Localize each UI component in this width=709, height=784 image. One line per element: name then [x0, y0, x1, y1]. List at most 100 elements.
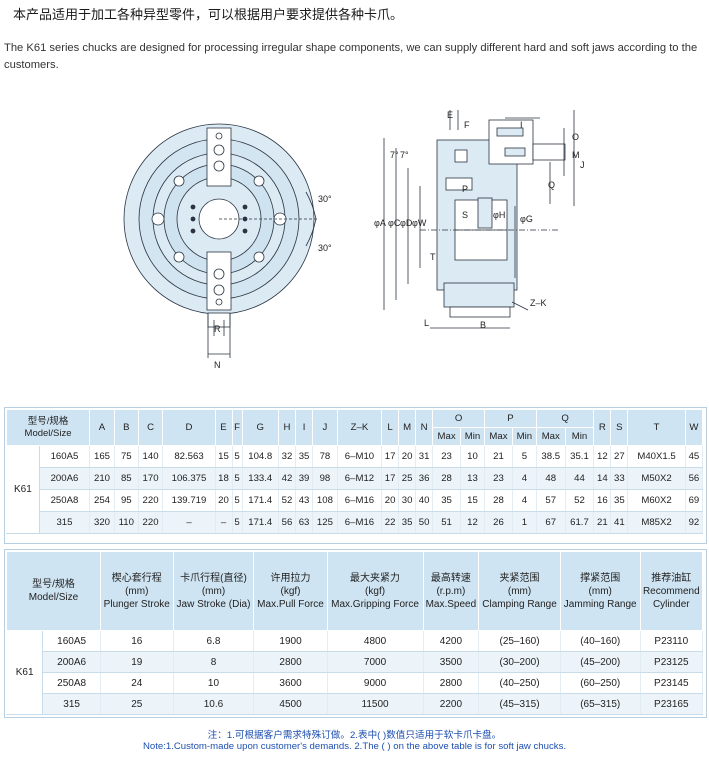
table-cell: 17	[381, 445, 400, 468]
table-cell: 33	[610, 467, 629, 490]
table-cell: 104.8	[241, 445, 280, 468]
intro-chinese: 本产品适用于加工各种异型零件，可以根据用户要求提供各种卡爪。	[13, 8, 404, 23]
col-header: R	[593, 409, 612, 446]
table-cell: 12	[593, 445, 612, 468]
col-header: I	[295, 409, 314, 446]
size-cell: 160A5	[42, 630, 101, 652]
max-header: Max	[535, 427, 566, 446]
table-cell: 82.563	[162, 445, 216, 468]
table-cell: 35	[398, 511, 417, 534]
dim-i-label: I	[520, 120, 523, 130]
table-cell: 254	[89, 489, 115, 512]
table-cell: 6–M12	[336, 467, 383, 490]
dim-e-label: E	[447, 110, 453, 120]
table-cell: 69	[684, 489, 704, 512]
size-cell: 200A6	[42, 651, 101, 673]
table-cell: 57	[535, 489, 566, 512]
table-cell: 4500	[253, 693, 328, 715]
col-header: J	[312, 409, 338, 446]
dim-g-label: φG	[520, 214, 533, 224]
dim-zk-label: Z–K	[530, 298, 547, 308]
table-cell: 31	[415, 445, 434, 468]
table-cell: 21	[593, 511, 612, 534]
dim-m-label: M	[572, 150, 580, 160]
dim-l-label: L	[424, 318, 429, 328]
col-header: Z–K	[336, 409, 383, 446]
dim-c-label: φC	[388, 218, 401, 228]
table-cell: 44	[564, 467, 595, 490]
table-cell: 12	[459, 511, 486, 534]
table-cell: 20	[214, 489, 233, 512]
table-cell: 92	[684, 511, 704, 534]
table-cell: 2800	[253, 651, 328, 673]
table-cell: 75	[113, 445, 139, 468]
col-header-jaw: 卡爪行程(直径)(mm)Jaw Stroke (Dia)	[172, 551, 255, 631]
table-cell: (60–250)	[559, 672, 641, 694]
min-header: Min	[564, 427, 595, 446]
table-cell: 27	[610, 445, 629, 468]
col-header: G	[241, 409, 280, 446]
table-cell: 140	[137, 445, 164, 468]
col-header-speed: 最高转速(r.p.m)Max.Speed	[422, 551, 480, 631]
table-cell: 6.8	[172, 630, 255, 652]
table-cell: 25	[99, 693, 174, 715]
table-cell: P23110	[639, 630, 704, 652]
table-cell: 320	[89, 511, 115, 534]
table-cell: 16	[593, 489, 612, 512]
col-header: E	[214, 409, 233, 446]
table-cell: 56	[684, 467, 704, 490]
col-header-pull: 许用拉力(kgf)Max.Pull Force	[253, 551, 328, 631]
table-cell: 16	[99, 630, 174, 652]
dim-f-label: F	[464, 120, 470, 130]
col-header-clamp: 夹紧范围(mm)Clamping Range	[478, 551, 561, 631]
drawing-svg: 30° 30° R N E F	[123, 110, 585, 370]
size-cell: 315	[38, 511, 91, 534]
table-cell: 1	[511, 511, 537, 534]
table-cell: 165	[89, 445, 115, 468]
col-header-grip: 最大夹紧力(kgf)Max.Gripping Force	[326, 551, 424, 631]
table-cell: 11500	[326, 693, 424, 715]
table-cell: 10	[459, 445, 486, 468]
table-cell: 38.5	[535, 445, 566, 468]
table-cell: 63	[295, 511, 314, 534]
table-cell: 6–M16	[336, 511, 383, 534]
col-header-plunger: 楔心套行程(mm)Plunger Stroke	[99, 551, 174, 631]
dim-t-label: T	[430, 252, 436, 262]
table-cell: 3500	[422, 651, 480, 673]
col-header: M	[398, 409, 417, 446]
dim-a-label: φA	[374, 218, 386, 228]
dim-o-label: O	[572, 132, 579, 142]
table-cell: 2200	[422, 693, 480, 715]
table-cell: 8	[172, 651, 255, 673]
table-cell: 95	[113, 489, 139, 512]
table1-frame	[4, 407, 707, 544]
table-cell: 4	[511, 467, 537, 490]
table-cell: 67	[535, 511, 566, 534]
table-cell: –	[162, 511, 216, 534]
col-header: F	[231, 409, 243, 446]
table-cell: 17	[381, 467, 400, 490]
col-header: B	[113, 409, 139, 446]
table-cell: (45–200)	[559, 651, 641, 673]
table-cell: 7000	[326, 651, 424, 673]
table2-frame	[4, 549, 707, 718]
table-cell: 30	[398, 489, 417, 512]
table-cell: M60X2	[627, 489, 686, 512]
table-cell: (40–160)	[559, 630, 641, 652]
table-cell: 26	[484, 511, 513, 534]
table-cell: 106.375	[162, 467, 216, 490]
size-cell: 250A8	[42, 672, 101, 694]
dim-angle-label: 7°	[390, 150, 399, 160]
dim-b-label: B	[480, 320, 486, 330]
table-cell: 21	[484, 445, 513, 468]
table-cell: 19	[99, 651, 174, 673]
table-cell: 1900	[253, 630, 328, 652]
table-cell: 42	[277, 467, 297, 490]
